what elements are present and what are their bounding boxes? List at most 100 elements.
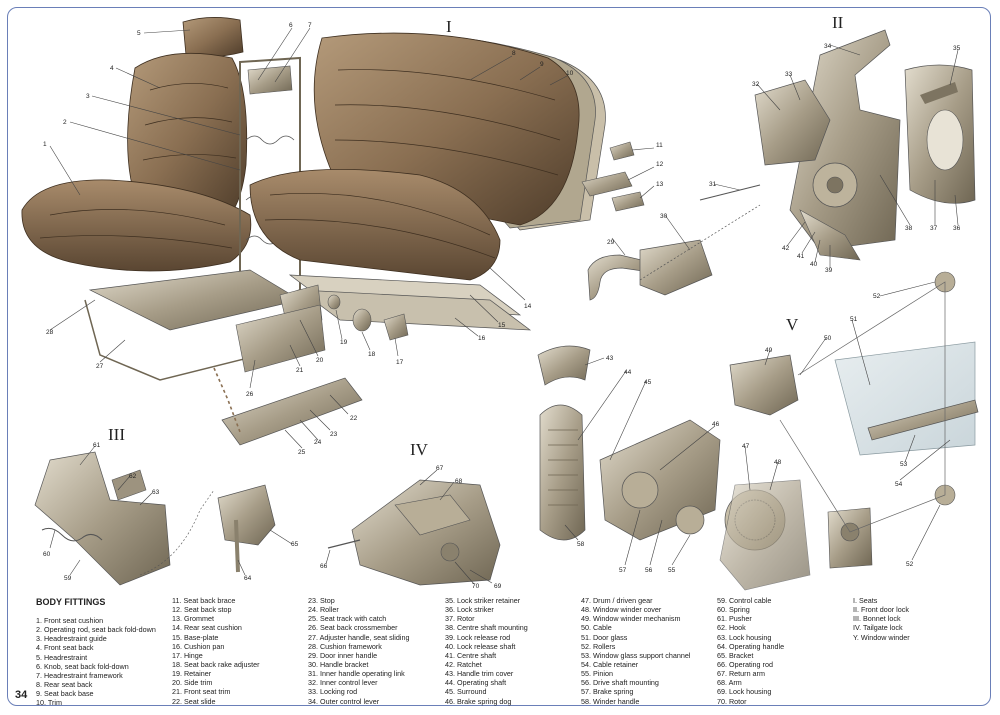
- section-label-i: I: [446, 17, 452, 36]
- legend-item: 57. Brake spring: [581, 687, 634, 697]
- legend-item: 18. Seat back rake adjuster: [172, 659, 260, 669]
- callout-20: 20: [316, 357, 324, 364]
- tailgate-lock: [327, 479, 501, 586]
- leader-lines: [49, 27, 959, 585]
- callout-21: 21: [296, 367, 304, 374]
- callout-38: 38: [905, 225, 913, 232]
- callout-56: 56: [645, 567, 653, 574]
- callout-30: 30: [660, 213, 668, 220]
- callout-27: 27: [96, 363, 104, 370]
- callout-65: 65: [291, 541, 299, 548]
- callout-34: 34: [824, 43, 832, 50]
- callout-35: 35: [953, 45, 961, 52]
- callout-61: 61: [93, 442, 101, 449]
- legend-item: 3. Headrestraint guide: [36, 634, 107, 644]
- legend-item: 15. Base-plate: [172, 632, 219, 642]
- callout-52-lower: 52: [906, 561, 914, 568]
- callout-17: 17: [396, 359, 404, 366]
- legend-item: 48. Window winder cover: [581, 605, 662, 615]
- callout-62: 62: [129, 473, 137, 480]
- legend-item: 64. Operating handle: [717, 641, 785, 651]
- legend-item: 28. Cushion framework: [308, 641, 382, 651]
- callout-64: 64: [244, 575, 252, 582]
- legend-item: 63. Lock housing: [717, 632, 772, 642]
- callout-10: 10: [566, 70, 574, 77]
- callout-58: 58: [577, 541, 585, 548]
- callout-1: 1: [43, 141, 47, 148]
- legend-item: 1. Front seat cushion: [36, 616, 104, 625]
- legend-title: BODY FITTINGS: [36, 597, 106, 607]
- callout-55: 55: [668, 567, 676, 574]
- legend-item: 7. Headrestraint framework: [36, 670, 123, 680]
- callout-43: 43: [606, 355, 614, 362]
- legend-item: 49. Window winder mechanism: [581, 614, 681, 624]
- legend-item: 41. Centre shaft: [445, 650, 497, 660]
- rear-seat-hardware: [213, 141, 645, 446]
- legend-item: 14. Rear seat cushion: [172, 623, 242, 633]
- legend-item: III. Bonnet lock: [853, 614, 901, 624]
- legend-item: Y. Window winder: [853, 632, 910, 642]
- legend-item: 25. Seat track with catch: [308, 614, 387, 624]
- legend-item: 19. Retainer: [172, 669, 212, 679]
- door-inner-handle: [587, 204, 761, 301]
- legend-item: 31. Inner handle operating link: [308, 669, 405, 679]
- legend-item: 23. Stop: [308, 596, 335, 605]
- front-seat: [21, 17, 252, 272]
- legend-item: 13. Grommet: [172, 614, 214, 624]
- callout-54: 54: [895, 481, 903, 488]
- callout-8: 8: [512, 50, 516, 57]
- callout-67: 67: [436, 465, 444, 472]
- legend-item: 65. Bracket: [717, 650, 754, 660]
- legend-item: II. Front door lock: [853, 605, 909, 615]
- callout-63: 63: [152, 489, 160, 496]
- callout-31: 31: [709, 181, 717, 188]
- legend-item: 11. Seat back brace: [172, 596, 236, 605]
- legend-item: 22. Seat slide: [172, 696, 216, 706]
- legend-item: 51. Door glass: [581, 632, 628, 642]
- callout-4: 4: [110, 65, 114, 72]
- callout-41: 41: [797, 253, 805, 260]
- callout-25: 25: [298, 449, 306, 456]
- legend-item: IV. Tailgate lock: [853, 623, 903, 633]
- callout-37: 37: [930, 225, 938, 232]
- callout-47: 47: [742, 443, 750, 450]
- callout-13: 13: [656, 181, 664, 188]
- legend-item: 44. Operating shaft: [445, 678, 507, 688]
- callout-11: 11: [656, 142, 663, 149]
- legend-item: 16. Cushion pan: [172, 641, 225, 651]
- legend-item: 43. Handle trim cover: [445, 669, 514, 679]
- callout-36: 36: [953, 225, 961, 232]
- legend-item: 34. Outer control lever: [308, 696, 380, 706]
- callout-57: 57: [619, 567, 627, 574]
- legend-item: 30. Handle bracket: [308, 659, 369, 669]
- section-label-iv: IV: [410, 440, 429, 459]
- door-lock-assembly: [699, 29, 976, 261]
- callout-28: 28: [46, 329, 54, 336]
- legend-item: 17. Hinge: [172, 650, 203, 660]
- legend-column-sections: I. Seats II. Front door lock III. Bonnet…: [853, 596, 910, 642]
- legend-item: 62. Hook: [717, 623, 746, 633]
- bonnet-lock: [34, 451, 276, 586]
- legend-item: 58. Winder handle: [581, 696, 640, 706]
- legend-item: 24. Roller: [308, 605, 339, 615]
- section-label-v: V: [786, 315, 799, 334]
- callout-44: 44: [624, 369, 632, 376]
- section-label-iii: III: [108, 425, 125, 444]
- legend-item: 69. Lock housing: [717, 687, 772, 697]
- callout-5: 5: [137, 30, 141, 37]
- legend-item: 59. Control cable: [717, 596, 772, 605]
- legend-item: 42. Ratchet: [445, 659, 482, 669]
- callout-39: 39: [825, 267, 833, 274]
- callout-9: 9: [540, 61, 544, 68]
- legend-item: 8. Rear seat back: [36, 679, 93, 689]
- legend-item: 40. Lock release shaft: [445, 641, 516, 651]
- legend-item: 56. Drive shaft mounting: [581, 678, 659, 688]
- legend-item: 45. Surround: [445, 687, 487, 697]
- legend-item: 55. Pinion: [581, 669, 613, 679]
- legend-item: 60. Spring: [717, 605, 750, 615]
- callout-69: 69: [494, 583, 502, 590]
- rear-seat: [249, 32, 606, 331]
- legend-item: 52. Rollers: [581, 641, 616, 651]
- legend-item: 5. Headrestraint: [36, 652, 88, 662]
